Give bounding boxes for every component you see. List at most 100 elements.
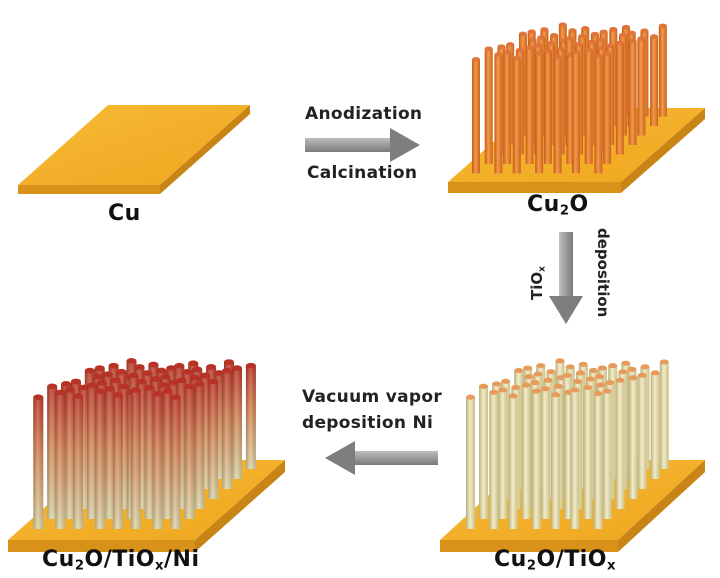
nanorod-tip xyxy=(515,47,524,53)
nanorod-shading xyxy=(184,386,195,519)
cu2o-label-main: Cu xyxy=(527,192,560,217)
nanorod-tip xyxy=(590,31,599,37)
nanorod-tip xyxy=(65,387,76,393)
cu2o-tiox-label-mid: O/TiO xyxy=(536,547,607,572)
nanorod-tip xyxy=(546,369,556,375)
nanorod xyxy=(489,392,499,529)
nanorod xyxy=(525,47,534,164)
nanorod-shading xyxy=(170,397,181,529)
nanorod-tip xyxy=(605,380,615,386)
nanorod-tip xyxy=(158,382,169,388)
arrow-left-icon xyxy=(325,441,438,475)
nanorod-tip xyxy=(551,392,561,398)
nanorod-tip xyxy=(176,377,187,384)
nanorod-tip xyxy=(524,374,534,380)
nanorod-tip xyxy=(650,34,659,39)
nanorod-tip xyxy=(108,362,119,369)
nanorod-tip xyxy=(609,27,618,32)
nanorod xyxy=(564,392,574,519)
nanorod-tip xyxy=(152,390,163,397)
cu2o-tiox-ni-label: Cu2O/TiOx/Ni xyxy=(42,547,200,572)
nanorod-tip xyxy=(543,377,553,383)
nanorod xyxy=(512,58,521,174)
nanorod-tip xyxy=(512,55,521,61)
nanorod-tip xyxy=(586,376,596,382)
nanorod-shading xyxy=(73,395,84,529)
nanorod-tip xyxy=(570,387,580,393)
nanorod-tip xyxy=(61,381,72,387)
cu2o-tiox-label-main: Cu xyxy=(494,547,527,572)
nanorod xyxy=(521,385,531,519)
nanorod-tip xyxy=(484,46,493,51)
arrow-down-icon xyxy=(549,232,583,324)
nanorod-tip xyxy=(492,381,502,387)
nanorod-tip xyxy=(162,388,173,394)
nanorod-tip xyxy=(533,371,543,377)
cu2o-tiox-ni-nanorod-array xyxy=(33,358,256,529)
nanorod-tip xyxy=(142,370,153,376)
nanorod-tip xyxy=(466,394,476,400)
nanorod xyxy=(602,391,612,519)
nanorod xyxy=(637,38,646,136)
nanorod-shading xyxy=(118,386,129,509)
nanorod xyxy=(628,377,638,499)
step3-line1: Vacuum vapor xyxy=(302,387,442,407)
nanorod-tip xyxy=(593,391,603,397)
nanorod xyxy=(658,25,667,117)
nanorod-shading xyxy=(130,389,141,529)
nanorod-shading xyxy=(245,365,256,469)
nanorod-tip xyxy=(573,378,583,384)
nanorod-tip xyxy=(596,382,606,388)
nanorod-tip xyxy=(116,368,127,375)
nanorod-tip xyxy=(523,365,533,371)
nanorod-shading xyxy=(144,387,155,519)
nanorod-tip xyxy=(136,378,147,385)
nanorod-tip xyxy=(622,24,631,30)
nanorod-tip xyxy=(558,22,567,27)
nanorod xyxy=(571,52,580,174)
nanorod-tip xyxy=(540,386,550,392)
nanorod-tip xyxy=(543,48,552,54)
nanorod xyxy=(484,48,493,164)
nanorod-tip xyxy=(597,365,607,371)
nanorod-shading xyxy=(47,386,58,519)
nanorod-tip xyxy=(224,359,235,365)
nanorod xyxy=(603,53,612,164)
nanorod-tip xyxy=(94,388,105,394)
step1-line2: Calcination xyxy=(307,163,418,183)
nanorod-tip xyxy=(527,29,536,34)
cu2o-tiox-nanorod-array xyxy=(466,358,669,529)
nanorod-tip xyxy=(628,375,638,381)
nanorod-tip xyxy=(553,54,562,60)
nanorod xyxy=(543,51,552,164)
nanorod xyxy=(566,54,575,164)
nanorod-tip xyxy=(640,28,649,33)
nanorod-tip xyxy=(494,52,503,57)
nanorod-tip xyxy=(578,33,587,39)
nanorod-tip xyxy=(637,372,647,378)
arrow-right-icon xyxy=(305,128,420,162)
cu2o-tiox-ni-label-mid: O/TiO xyxy=(84,547,155,572)
nanorod xyxy=(508,395,518,529)
nanorod-tip xyxy=(618,32,627,38)
nanorod-tip xyxy=(170,394,181,400)
nanorod xyxy=(659,362,669,469)
nanorod-tip xyxy=(118,383,129,390)
cu2o-nanorod-array xyxy=(471,22,667,174)
nanorod-tip xyxy=(222,367,233,374)
nanorod-tip xyxy=(565,36,574,41)
nanorod-tip xyxy=(627,366,637,372)
nanorod-tip xyxy=(150,376,161,382)
nanorod-shading xyxy=(78,387,89,509)
nanorod-tip xyxy=(575,41,584,47)
nanorod-tip xyxy=(188,360,199,367)
nanorod-tip xyxy=(596,37,605,43)
nanorod-tip xyxy=(518,31,527,37)
cu2o-tiox-label-sub2: x xyxy=(607,558,617,574)
nanorod-tip xyxy=(575,370,585,376)
nanorod-shading xyxy=(136,381,147,509)
nanorod-tip xyxy=(565,364,575,370)
nanorod-tip xyxy=(578,361,588,367)
nanorod-tip xyxy=(112,391,123,398)
nanorod-shading xyxy=(194,383,205,509)
